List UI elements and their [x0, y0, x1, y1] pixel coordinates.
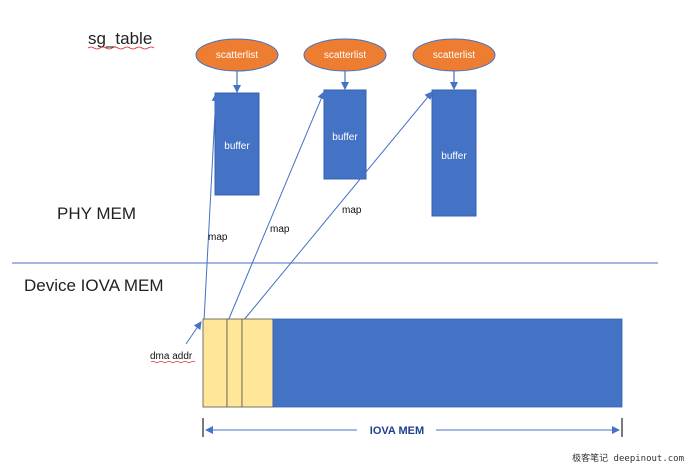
iova-free-region [272, 318, 623, 408]
buffer-block-1: buffer [214, 92, 260, 196]
spellcheck-underline [150, 360, 196, 364]
map-label: map [270, 224, 290, 235]
iova-segment [202, 318, 228, 408]
scatterlist-node-1: scatterlist [195, 38, 279, 72]
spellcheck-underline [87, 46, 155, 50]
buffer-block-3: buffer [431, 89, 477, 217]
iova-segment [241, 318, 274, 408]
scatterlist-label: scatterlist [433, 50, 475, 61]
map-arrow-1 [203, 93, 220, 322]
iova-mem-label: IOVA MEM [370, 425, 424, 437]
buffer-block-2: buffer [323, 89, 367, 180]
scatterlist-node-2: scatterlist [303, 38, 387, 72]
scatterlist-label: scatterlist [216, 50, 258, 61]
iova-memory-bar [202, 318, 623, 408]
section-label-phy-mem: PHY MEM [57, 204, 136, 223]
buffer-label: buffer [332, 132, 358, 143]
buffer-label: buffer [224, 141, 250, 152]
dma-addr-label: dma addr [150, 351, 193, 362]
title-sg-table: sg_table [88, 29, 152, 48]
section-label-device-iova-mem: Device IOVA MEM [24, 276, 164, 295]
iova-segment [226, 318, 243, 408]
map-arrow-3 [242, 91, 433, 322]
map-arrow-2 [227, 91, 325, 322]
buffer-label: buffer [441, 151, 467, 162]
watermark-text: 极客笔记 deepinout.com [572, 452, 684, 464]
map-label: map [342, 205, 362, 216]
map-label: map [208, 232, 228, 243]
scatterlist-node-3: scatterlist [412, 38, 496, 72]
scatterlist-label: scatterlist [324, 50, 366, 61]
dma-addr-arrow [185, 321, 202, 345]
